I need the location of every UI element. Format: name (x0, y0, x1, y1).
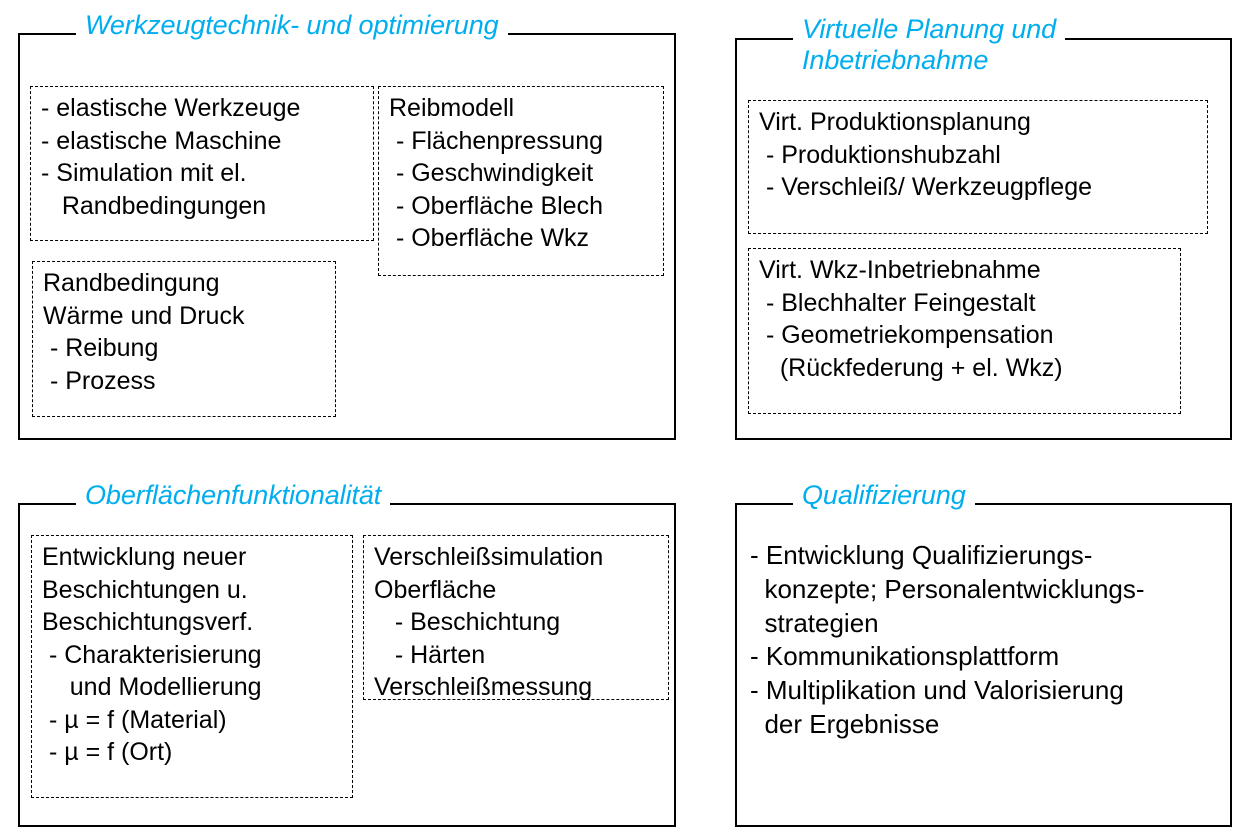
panel-virtuelle-planung: Virtuelle Planung und Inbetriebnahme Vir… (735, 14, 1232, 440)
list-wkz-inbetriebnahme: Virt. Wkz-Inbetriebnahme - Blechhalter F… (759, 254, 1172, 384)
list-item: strategien (750, 607, 879, 638)
list-item: - µ = f (Material) (42, 705, 227, 734)
list-qualifizierung: - Entwicklung Qualifizierungs- konzepte;… (750, 539, 1220, 742)
list-item: - Oberfläche Wkz (389, 224, 590, 252)
card-entwicklung-beschichtungen: Entwicklung neuer Beschichtungen u. Besc… (31, 535, 353, 798)
panel-qualifizierung: Qualifizierung - Entwicklung Qualifizier… (735, 480, 1232, 827)
panel-title-qualifizierung: Qualifizierung (793, 480, 975, 511)
list-item: - Härten (374, 640, 486, 669)
list-item: Entwicklung neuer (42, 543, 247, 571)
list-beschichtungen: Entwicklung neuer Beschichtungen u. Besc… (42, 541, 344, 769)
list-item: Reibmodell (389, 94, 515, 122)
list-item: der Ergebnisse (750, 708, 940, 739)
card-verschleisssimulation: Verschleißsimulation Oberfläche - Beschi… (363, 535, 669, 701)
list-item: - Geschwindigkeit (389, 159, 594, 187)
list-item: Verschleißmessung (374, 673, 593, 701)
list-item: - Beschichtung (374, 608, 561, 636)
card-virt-wkz-inbetriebnahme: Virt. Wkz-Inbetriebnahme - Blechhalter F… (748, 248, 1181, 414)
list-item: - Kommunikationsplattform (750, 641, 1060, 672)
list-item: Verschleißsimulation (374, 543, 604, 571)
list-reibmodell: Reibmodell - Flächenpressung - Geschwind… (389, 92, 655, 255)
list-item: Beschichtungsverf. (42, 608, 254, 636)
list-verschleiss: Verschleißsimulation Oberfläche - Beschi… (374, 541, 660, 704)
panel-oberflaechenfunktionalitaet: Oberflächenfunktionalität Entwicklung ne… (18, 480, 676, 827)
list-item: - Flächenpressung (389, 126, 604, 155)
card-randbedingung: Randbedingung Wärme und Druck - Reibung … (32, 261, 336, 417)
list-item: - elastische Werkzeuge (41, 94, 301, 122)
list-item: - µ = f (Ort) (42, 738, 173, 766)
list-item: - Simulation mit el. (41, 159, 247, 187)
list-item: - Prozess (43, 366, 156, 395)
list-item: (Rückfederung + el. Wkz) (759, 353, 1063, 382)
panel-title-oberflaechenfunktionalitaet: Oberflächenfunktionalität (76, 480, 391, 511)
list-item: - Oberfläche Blech (389, 191, 603, 220)
list-item: und Modellierung (42, 673, 262, 701)
list-item: - Charakterisierung (42, 640, 262, 669)
list-qualifizierung-items: - Entwicklung Qualifizierungs- konzepte;… (750, 539, 1220, 742)
list-item: - Reibung (43, 334, 159, 362)
list-item: - Entwicklung Qualifizierungs- (750, 540, 1093, 570)
panel-title-virtuelle-planung: Virtuelle Planung und Inbetriebnahme (793, 14, 1066, 75)
list-item: - Geometriekompensation (759, 321, 1054, 349)
card-elastische-werkzeuge: - elastische Werkzeuge - elastische Masc… (30, 86, 374, 241)
list-produktionsplanung: Virt. Produktionsplanung - Produktionshu… (759, 106, 1199, 204)
list-item: - Produktionshubzahl (759, 140, 1001, 169)
card-virt-produktionsplanung: Virt. Produktionsplanung - Produktionshu… (748, 100, 1208, 234)
list-item: - Multiplikation und Valorisierung (750, 675, 1124, 706)
list-item: - elastische Maschine (41, 126, 282, 155)
list-item: Oberfläche (374, 575, 497, 604)
card-reibmodell: Reibmodell - Flächenpressung - Geschwind… (378, 86, 664, 276)
list-item: Randbedingungen (41, 191, 267, 220)
list-item: Randbedingung (43, 269, 220, 297)
list-item: Wärme und Druck (43, 301, 245, 330)
list-item: - Blechhalter Feingestalt (759, 288, 1036, 317)
list-item: Virt. Produktionsplanung (759, 108, 1031, 136)
panel-title-werkzeugtechnik: Werkzeugtechnik- und optimierung (76, 10, 508, 41)
list-randbedingung: Randbedingung Wärme und Druck - Reibung … (43, 267, 327, 397)
list-item: Beschichtungen u. (42, 575, 248, 604)
panel-werkzeugtechnik: Werkzeugtechnik- und optimierung - elast… (18, 10, 676, 440)
list-item: Virt. Wkz-Inbetriebnahme (759, 256, 1041, 284)
list-item: konzepte; Personalentwicklungs- (750, 573, 1145, 604)
list-item: - Verschleiß/ Werkzeugpflege (759, 173, 1093, 201)
list-elastische: - elastische Werkzeuge - elastische Masc… (41, 92, 365, 222)
